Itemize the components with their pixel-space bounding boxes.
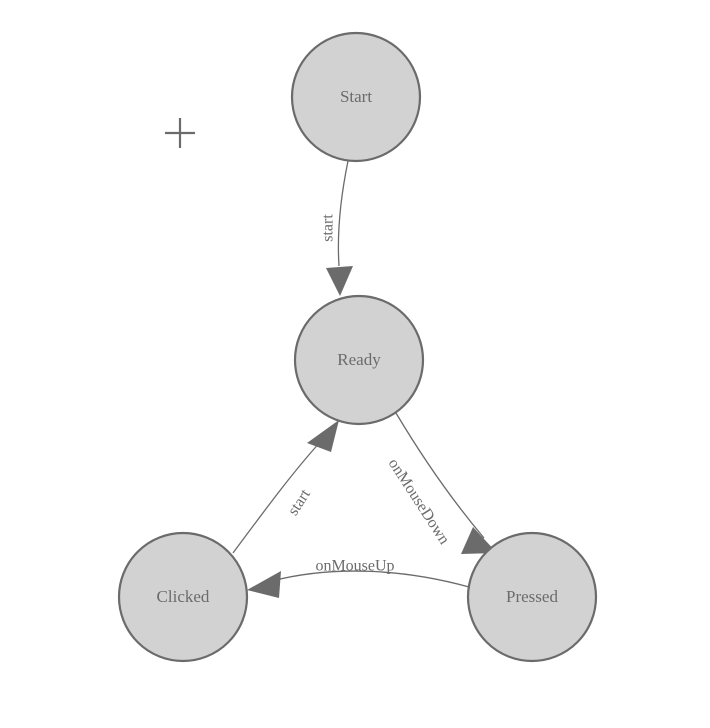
state-node-ready[interactable]: Ready [293, 294, 425, 426]
edge-label-ready-to-pressed: onMouseDown [385, 456, 453, 548]
arrowhead-icon [307, 420, 339, 452]
edge-clicked-to-ready[interactable]: start [232, 420, 339, 554]
edge-path [395, 412, 485, 539]
edge-path [232, 439, 323, 554]
node-label-pressed: Pressed [506, 587, 558, 606]
edge-label-clicked-to-ready: start [285, 486, 315, 519]
node-label-clicked: Clicked [157, 587, 210, 606]
edge-ready-to-pressed[interactable]: onMouseDown [385, 412, 497, 554]
state-node-start[interactable]: Start [290, 31, 422, 163]
edge-pressed-to-clicked[interactable]: onMouseUp [247, 558, 470, 598]
node-shape [466, 531, 598, 663]
node-shape [290, 31, 422, 163]
node-label-ready: Ready [337, 350, 381, 369]
arrowhead-icon [461, 527, 497, 554]
crosshair-icon [165, 118, 195, 148]
arrowhead-icon [326, 266, 353, 296]
edge-label-start-to-ready: start [320, 214, 337, 242]
edge-start-to-ready[interactable]: start [320, 160, 353, 296]
node-shape [293, 294, 425, 426]
arrowhead-icon [247, 571, 281, 598]
edge-path [337, 160, 349, 267]
node-label-start: Start [340, 87, 372, 106]
node-shape [117, 531, 249, 663]
state-node-pressed[interactable]: Pressed [466, 531, 598, 663]
edge-label-pressed-to-clicked: onMouseUp [315, 558, 394, 575]
edge-path [271, 570, 470, 588]
state-node-clicked[interactable]: Clicked [117, 531, 249, 663]
